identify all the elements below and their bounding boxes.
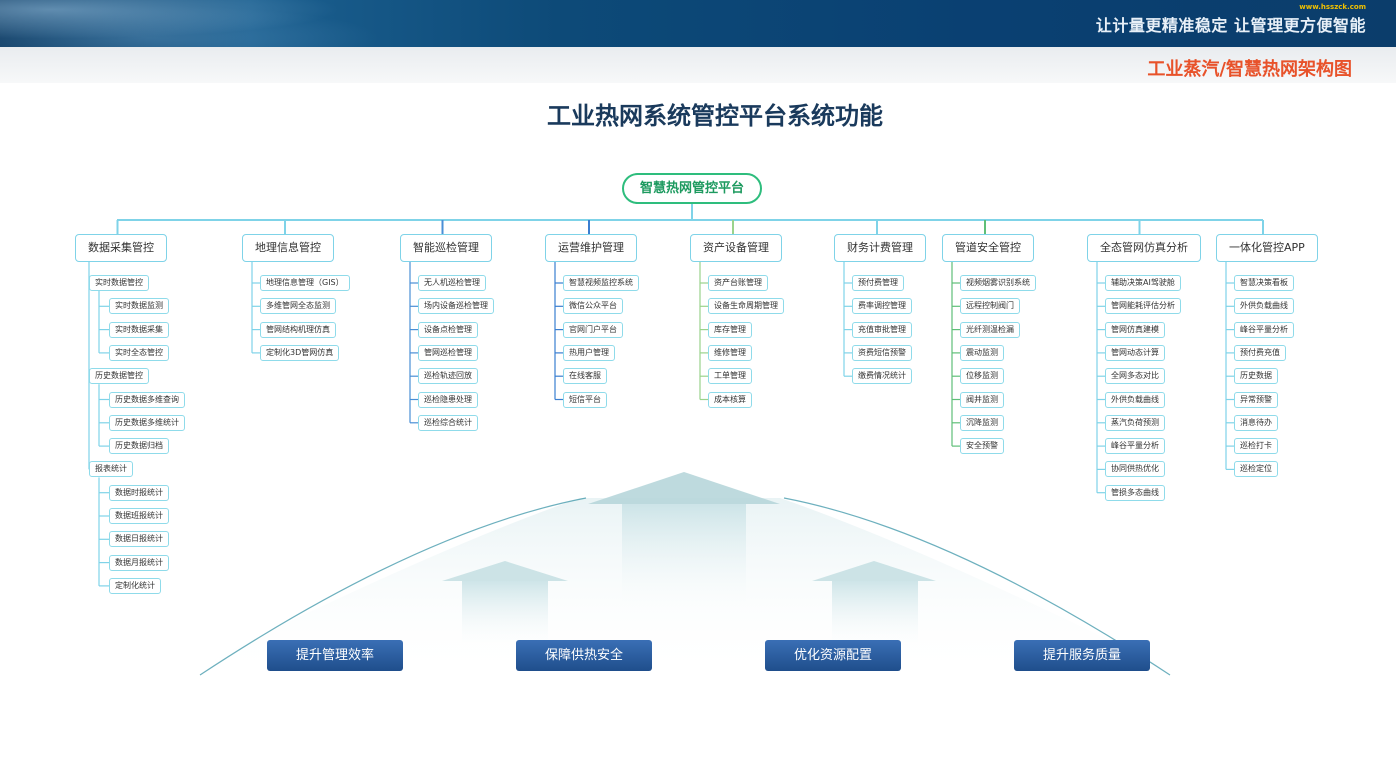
- tree-leaf: 预付费管理: [852, 275, 904, 291]
- tree-leaf: 费率调控管理: [852, 298, 912, 315]
- tree-leaf: 预付费充值: [1234, 344, 1286, 361]
- tree-leaf: 设备生命周期管理: [708, 298, 784, 315]
- tree-leaf: 峰谷平量分析: [1105, 438, 1165, 455]
- module-header: 智能巡检管理: [400, 234, 492, 262]
- tree-leaf: 微信公众平台: [563, 298, 623, 315]
- tree-leaf: 巡检打卡: [1234, 438, 1278, 455]
- module-header: 运营维护管理: [545, 234, 637, 262]
- tree-leaf: 管网动态计算: [1105, 344, 1165, 361]
- benefit-badge: 提升管理效率: [267, 640, 403, 671]
- tree-leaf: 资产台账管理: [708, 275, 768, 291]
- tree-leaf: 巡检综合统计: [418, 414, 478, 431]
- tree-leaf: 光纤测温检漏: [960, 321, 1020, 338]
- benefit-badge: 保障供热安全: [516, 640, 652, 671]
- tree-leaf: 蒸汽负荷预测: [1105, 414, 1165, 431]
- tree-leaf: 震动监测: [960, 344, 1004, 361]
- root-node: 智慧热网管控平台: [622, 173, 762, 204]
- tree-leaf: 短信平台: [563, 391, 607, 408]
- tree-leaf: 充值审批管理: [852, 321, 912, 338]
- tree-leaf: 管网能耗评估分析: [1105, 298, 1181, 315]
- tree-leaf: 维修管理: [708, 344, 752, 361]
- tree-leaf: 官网门户平台: [563, 321, 623, 338]
- tree-leaf: 位移监测: [960, 368, 1004, 385]
- tree-leaf: 管损多态曲线: [1105, 484, 1165, 501]
- module-header: 全态管网仿真分析: [1087, 234, 1201, 262]
- tree-leaf: 实时全态管控: [109, 344, 169, 361]
- tree-leaf: 全网多态对比: [1105, 368, 1165, 385]
- tree-leaf: 智慧视频监控系统: [563, 275, 639, 291]
- tree-leaf: 数据时报统计: [109, 484, 169, 501]
- benefit-badge: 提升服务质量: [1014, 640, 1150, 671]
- tree-leaf: 外供负载曲线: [1105, 391, 1165, 408]
- tree-leaf: 管网巡检管理: [418, 344, 478, 361]
- tree-leaf: 场内设备巡检管理: [418, 298, 494, 315]
- tree-leaf: 峰谷平量分析: [1234, 321, 1294, 338]
- tree-leaf: 巡检隐患处理: [418, 391, 478, 408]
- tree-leaf: 设备点检管理: [418, 321, 478, 338]
- tree-leaf: 安全预警: [960, 438, 1004, 455]
- tree-leaf: 巡检定位: [1234, 461, 1278, 478]
- tree-leaf: 沉降监测: [960, 414, 1004, 431]
- tree-leaf: 多维管网全态监测: [260, 298, 336, 315]
- tree-leaf: 定制化3D管网仿真: [260, 344, 340, 361]
- tree-group: 实时数据管控: [89, 275, 149, 291]
- subtitle: 工业蒸汽/智慧热网架构图: [1147, 59, 1352, 80]
- tree-leaf: 数据月报统计: [109, 554, 169, 571]
- module-header: 管道安全管控: [942, 234, 1034, 262]
- tree-leaf: 历史数据归档: [109, 438, 169, 455]
- tree-leaf: 热用户管理: [563, 344, 615, 361]
- tree-leaf: 资费短信预警: [852, 344, 912, 361]
- tree-group: 历史数据管控: [89, 368, 149, 385]
- slogan: 让计量更精准稳定 让管理更方便智能: [1095, 16, 1366, 35]
- tree-leaf: 库存管理: [708, 321, 752, 338]
- module-header: 财务计费管理: [834, 234, 926, 262]
- tree-leaf: 地理信息管理（GIS）: [260, 275, 350, 291]
- tree-leaf: 实时数据监测: [109, 298, 169, 315]
- tree-leaf: 缴费情况统计: [852, 368, 912, 385]
- tree-group: 报表统计: [89, 461, 133, 478]
- tree-leaf: 工单管理: [708, 368, 752, 385]
- module-header: 数据采集管控: [75, 234, 167, 262]
- tree-leaf: 辅助决策AI驾驶舱: [1105, 275, 1181, 291]
- tree-leaf: 巡检轨迹回放: [418, 368, 478, 385]
- module-header: 地理信息管控: [242, 234, 334, 262]
- tree-leaf: 异常预警: [1234, 391, 1278, 408]
- subheader-bar: [0, 47, 1396, 83]
- tree-leaf: 管网结构机理仿真: [260, 321, 336, 338]
- tree-leaf: 数据班报统计: [109, 508, 169, 524]
- tree-leaf: 历史数据多维统计: [109, 414, 185, 431]
- tree-leaf: 协同供热优化: [1105, 461, 1165, 478]
- header-banner: [0, 0, 1396, 47]
- tree-leaf: 数据日报统计: [109, 531, 169, 548]
- tree-leaf: 历史数据: [1234, 368, 1278, 385]
- module-header: 资产设备管理: [690, 234, 782, 262]
- tree-leaf: 实时数据采集: [109, 321, 169, 338]
- tree-leaf: 视频烟雾识别系统: [960, 275, 1036, 291]
- tree-leaf: 成本核算: [708, 391, 752, 408]
- tree-leaf: 无人机巡检管理: [418, 275, 486, 291]
- tree-leaf: 阀井监测: [960, 391, 1004, 408]
- tree-leaf: 在线客服: [563, 368, 607, 385]
- site-url: www.hsszck.com: [1299, 3, 1366, 11]
- benefit-badge: 优化资源配置: [765, 640, 901, 671]
- tree-leaf: 定制化统计: [109, 577, 161, 594]
- tree-leaf: 远程控制阀门: [960, 298, 1020, 315]
- module-header: 一体化管控APP: [1216, 234, 1318, 262]
- tree-leaf: 智慧决策看板: [1234, 275, 1294, 291]
- banner-decoration: [0, 0, 420, 47]
- background-arrows-art: [170, 472, 1190, 680]
- tree-leaf: 消息待办: [1234, 414, 1278, 431]
- tree-leaf: 外供负载曲线: [1234, 298, 1294, 315]
- page-title: 工业热网系统管控平台系统功能: [547, 102, 883, 130]
- tree-leaf: 历史数据多维查询: [109, 391, 185, 408]
- tree-leaf: 管网仿真建模: [1105, 321, 1165, 338]
